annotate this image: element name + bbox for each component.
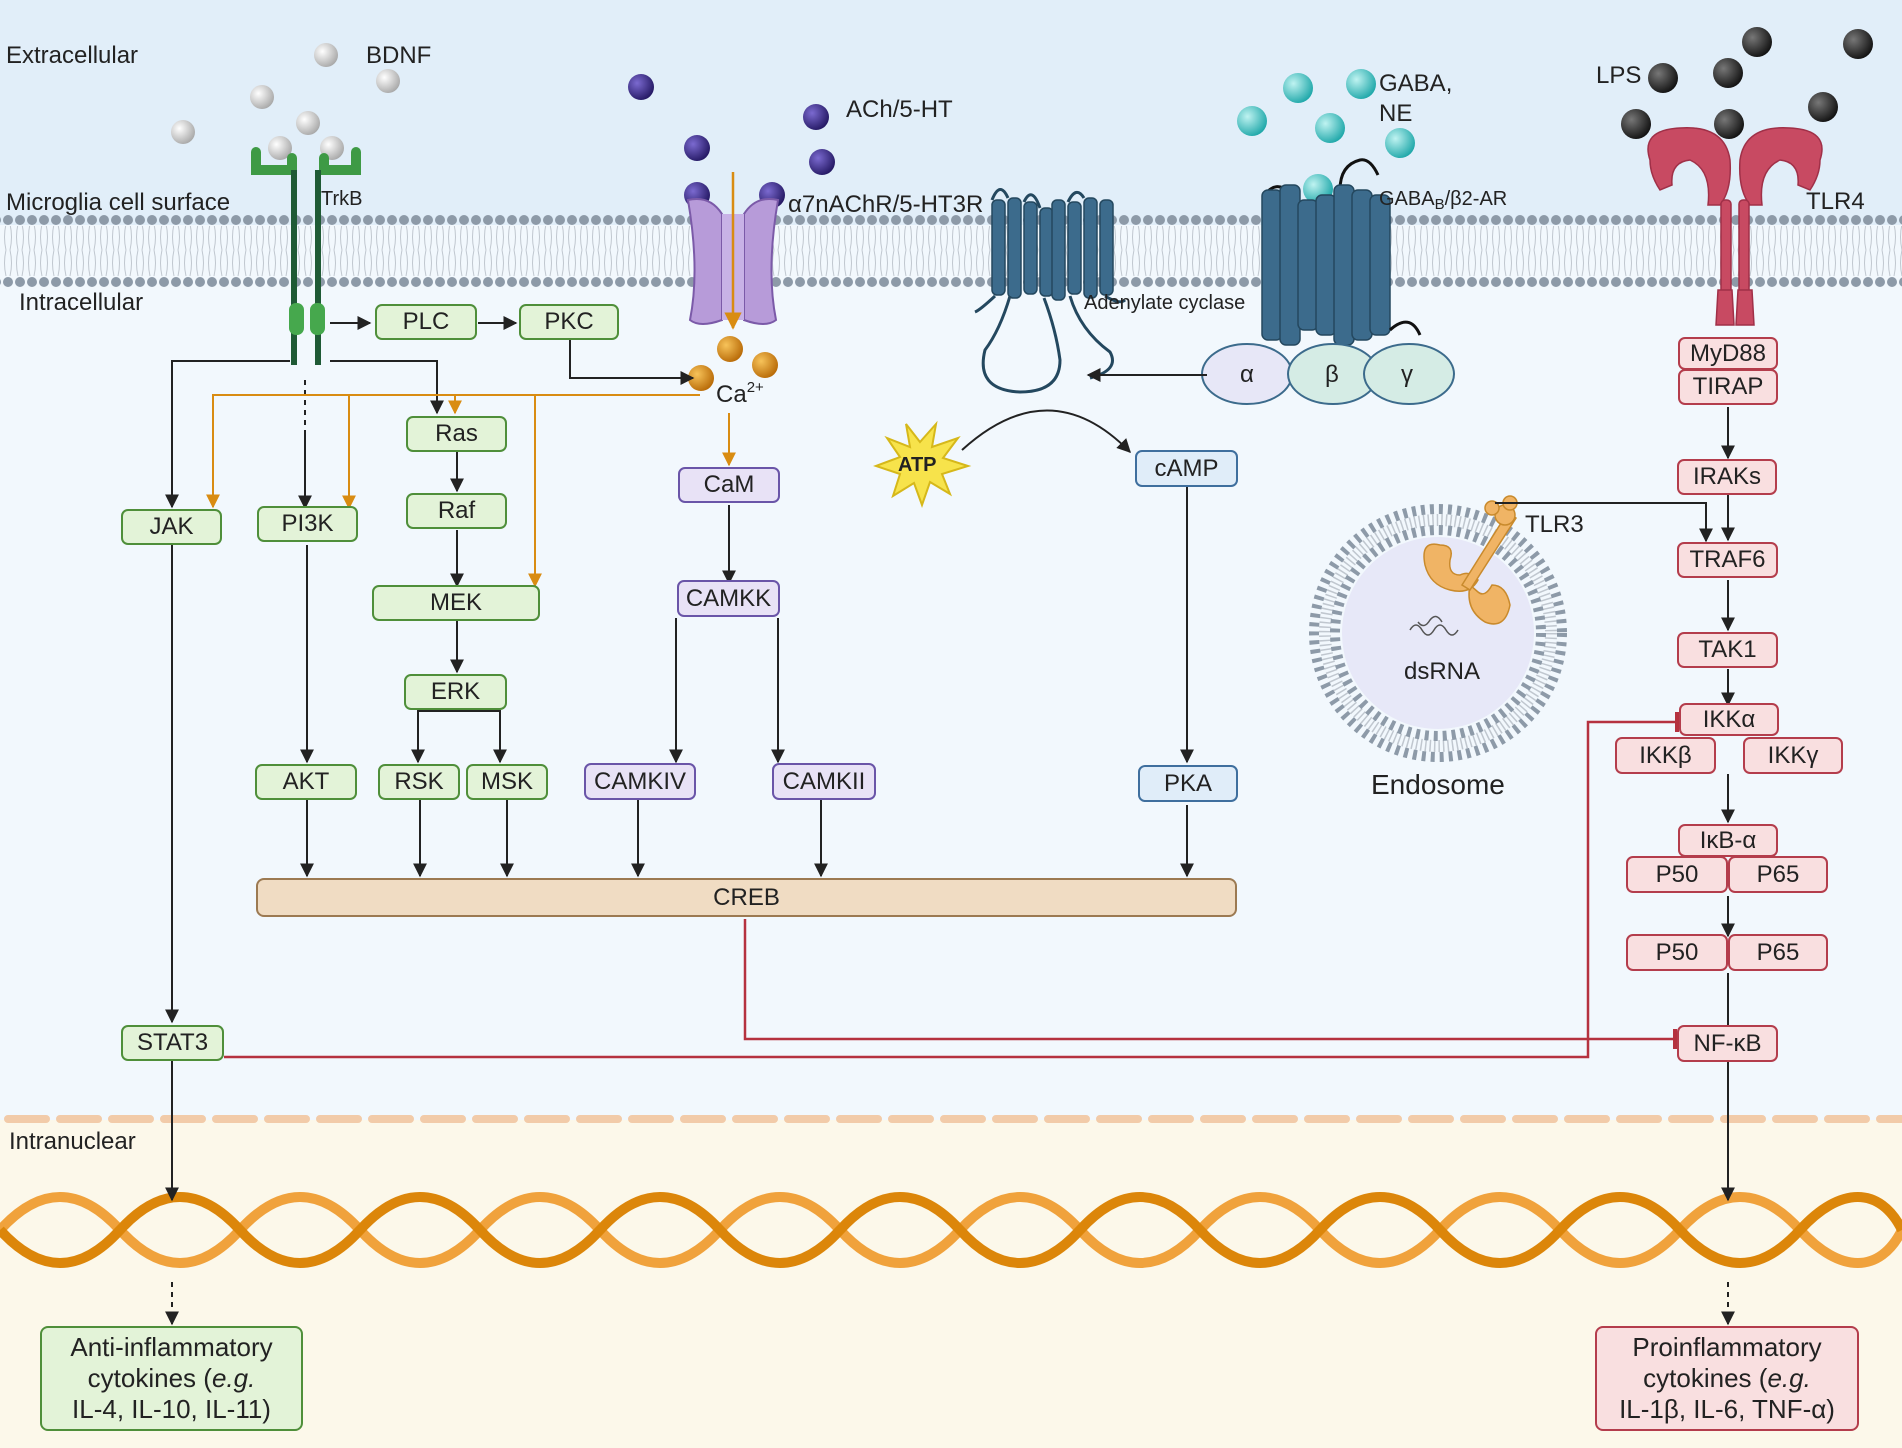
node-camp: cAMP [1135, 450, 1238, 487]
a7nachr-channel [686, 198, 780, 325]
calcium-label: Ca2+ [716, 379, 764, 408]
node-tak1: TAK1 [1677, 632, 1778, 668]
pro-line1: Proinflammatory [1632, 1332, 1822, 1362]
lps-ligands [1621, 27, 1873, 139]
tlr4-receptor [1647, 127, 1823, 326]
node-plc: PLC [375, 304, 477, 340]
node-nfkb: NF-κB [1677, 1025, 1778, 1062]
endosome-icon [1309, 504, 1567, 762]
node-ikkb: IKKβ [1615, 737, 1716, 774]
proinflammatory-cytokines-box: Proinflammatory cytokines (e.g. IL-1β, I… [1595, 1326, 1859, 1431]
node-camkiv: CAMKIV [584, 763, 696, 800]
node-ras: Ras [406, 416, 507, 452]
node-stat3: STAT3 [121, 1025, 224, 1061]
ne-label: NE [1379, 100, 1413, 127]
node-jak: JAK [121, 509, 222, 545]
node-tirap: TIRAP [1678, 369, 1778, 405]
node-raf: Raf [406, 493, 507, 529]
anti-line3: IL-4, IL-10, IL-11) [72, 1394, 271, 1424]
region-intracellular: Intracellular [19, 289, 144, 316]
node-iraks: IRAKs [1677, 459, 1777, 495]
gaba-ne-ligands [1237, 69, 1415, 204]
calcium-ions [688, 336, 778, 391]
bdnf-label: BDNF [366, 42, 432, 69]
a7nachr-label: α7nAChR/5-HT3R [788, 191, 984, 218]
adenylate-cyclase-icon [974, 188, 1127, 394]
pro-line2: cytokines (e.g. [1643, 1363, 1811, 1393]
ach-label: ACh/5-HT [846, 96, 953, 123]
node-pi3k: PI3K [257, 506, 358, 542]
gaba-b-receptor-label: GABAB/β2-AR [1379, 188, 1508, 213]
g-alpha-label: α [1240, 361, 1254, 388]
region-cell-surface: Microglia cell surface [6, 189, 231, 216]
node-rsk: RSK [378, 764, 460, 800]
pro-line3: IL-1β, IL-6, TNF-α) [1619, 1394, 1835, 1424]
tlr3-label: TLR3 [1525, 511, 1584, 538]
node-cam: CaM [678, 467, 780, 503]
atp-icon [873, 420, 972, 508]
gaba-label: GABA, [1379, 70, 1453, 97]
node-creb: CREB [256, 878, 1237, 917]
endosome-label: Endosome [1371, 769, 1505, 800]
region-extracellular: Extracellular [6, 42, 139, 69]
node-mek: MEK [372, 585, 540, 621]
node-p50-free: P50 [1626, 934, 1728, 971]
node-pka: PKA [1138, 765, 1238, 802]
tlr3-receptor [1423, 495, 1518, 625]
node-ikba: IκB-α [1678, 824, 1778, 857]
tlr4-label: TLR4 [1806, 188, 1865, 215]
node-pkc: PKC [519, 304, 619, 340]
node-traf6: TRAF6 [1677, 542, 1778, 578]
anti-line2: cytokines (e.g. [87, 1363, 256, 1393]
region-intranuclear: Intranuclear [9, 1128, 136, 1155]
node-akt: AKT [255, 764, 357, 800]
node-myd88: MyD88 [1678, 337, 1778, 370]
anti-inflammatory-cytokines-box: Anti-inflammatory cytokines (e.g. IL-4, … [40, 1326, 303, 1431]
node-msk: MSK [466, 764, 548, 800]
lps-label: LPS [1596, 62, 1642, 89]
trkb-label: TrkB [321, 188, 363, 210]
node-camkii: CAMKII [772, 763, 876, 800]
atp-label: ATP [898, 454, 937, 476]
anti-line1: Anti-inflammatory [70, 1332, 273, 1362]
adenylate-cyclase-label: Adenylate cyclase [1084, 292, 1246, 314]
trkb-receptor [251, 147, 361, 365]
gaba-b-receptor [1261, 158, 1422, 346]
g-beta-label: β [1325, 361, 1339, 388]
g-gamma-label: γ [1401, 361, 1413, 388]
node-p65-bound: P65 [1728, 856, 1828, 893]
node-ikkg: IKKγ [1743, 737, 1843, 774]
node-erk: ERK [404, 674, 507, 710]
node-camkk: CAMKK [677, 580, 780, 617]
node-p65-free: P65 [1728, 934, 1828, 971]
g-protein-icon [1201, 343, 1455, 405]
dsrna-label: dsRNA [1404, 658, 1481, 685]
node-ikka: IKKα [1679, 703, 1779, 736]
node-p50-bound: P50 [1626, 856, 1728, 893]
